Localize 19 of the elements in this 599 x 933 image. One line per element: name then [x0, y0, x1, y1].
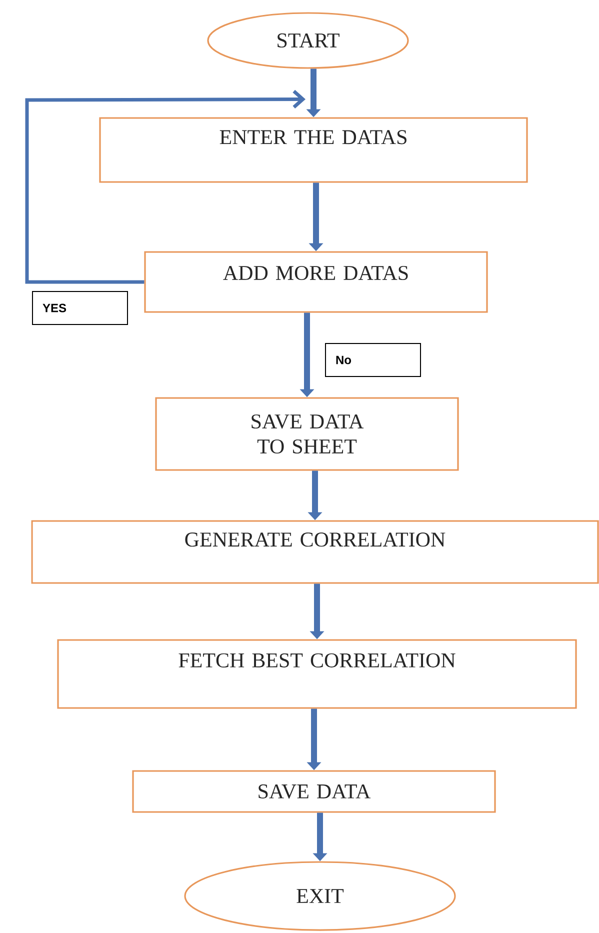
- process-box: [132, 770, 496, 813]
- terminal-ellipse: [207, 12, 409, 69]
- process-box: [31, 520, 599, 584]
- node-text: EXIT: [296, 889, 344, 903]
- node-text: FETCH BEST CORRELATION: [178, 653, 456, 668]
- terminal-ellipse: [184, 861, 456, 931]
- process-box: [155, 397, 459, 471]
- arrow: [25, 90, 306, 284]
- process-box: [99, 117, 528, 183]
- node-text: SAVE DATA TO SHEET: [252, 414, 364, 454]
- node-text: SAVE DATA: [258, 784, 371, 799]
- process-box: [57, 639, 577, 709]
- process-box: [144, 251, 488, 313]
- node-text: START: [278, 33, 340, 48]
- edge-label: No: [325, 343, 421, 377]
- node-text: GENERATE CORRELATION: [185, 532, 446, 547]
- node-text: ENTER THE DATAS: [220, 130, 406, 144]
- edge-label: YES: [32, 291, 128, 325]
- node-text: ADD MORE DATAS: [223, 266, 408, 280]
